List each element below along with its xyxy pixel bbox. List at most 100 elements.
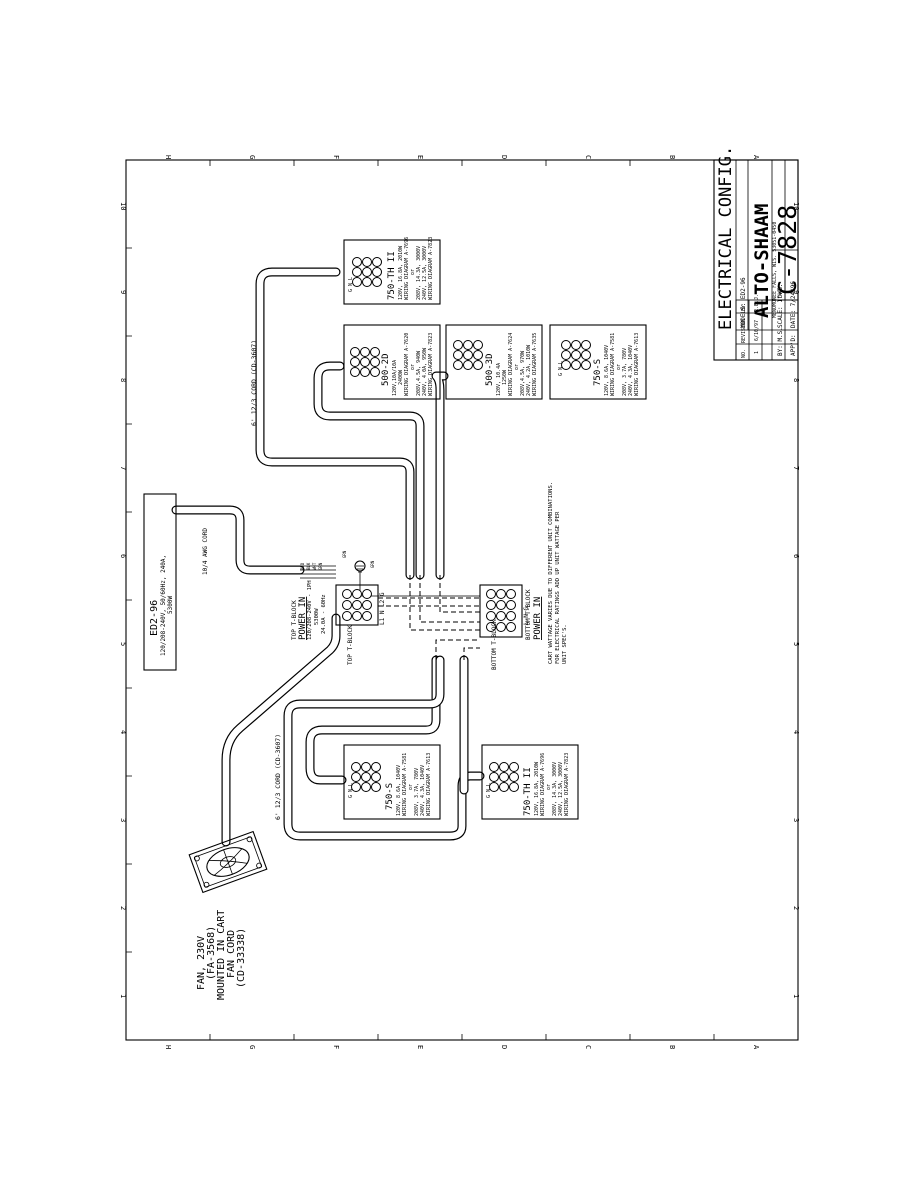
zone-col-label: 1 [792, 994, 800, 998]
rev-by: R.E.J. [754, 294, 760, 312]
bottom-tblock-power-in: POWER IN [533, 597, 543, 640]
fan-unit: FAN, 230V (FA-3568) MOUNTED IN CART FAN … [188, 830, 268, 1000]
zone-col-label: 8 [119, 378, 127, 382]
fan-icon [188, 830, 268, 894]
zone-col-label: 3 [119, 818, 127, 822]
zone-col-label: 9 [119, 290, 127, 294]
unit-spec: WIRING DIAGRAM A-7581 [610, 333, 616, 396]
zone-row-label: F [332, 155, 340, 159]
zone-row-label: H [164, 155, 172, 159]
upper-cord-label: 6' 12/3 CORD (CD-3607) [250, 340, 258, 426]
top-tblock-spec-voltage: 120/208-240V - 1PH [307, 580, 313, 640]
zone-col-label: 8 [792, 378, 800, 382]
zone-col-label: 2 [119, 906, 127, 910]
unit-750-s-right: G N L 750-S 120V, 8.6A, 1040V WIRING DIA… [549, 324, 647, 400]
unit-spec: 240V, 4.0A, 950W [422, 347, 428, 396]
zone-row-label: A [752, 1045, 760, 1050]
unit-spec: WIRING DIAGRAM A-7620 [404, 333, 410, 396]
top-tblock-spec-amps: 24.0A - 60Hz [321, 594, 327, 634]
company-address: MENOMONEE FALLS, WIS. 53051-0450 [772, 222, 778, 318]
unit-spec: 240V, 4.3A, 1040V [628, 345, 634, 396]
zone-col-label: 9 [792, 290, 800, 294]
unit-spec: 120V, 16.8A, 2010W [398, 245, 404, 300]
cart-rating: 120/208-240V, 50/60Hz, 240A, [160, 555, 167, 656]
zone-row-label: G [248, 155, 256, 159]
dwg-label: DWG: [777, 284, 784, 298]
zone-col-label: 6 [119, 554, 127, 558]
unit-spec: 208V, 14.3A, 3000V [552, 762, 558, 816]
grid-zone-labels: 10 9 8 7 6 5 4 3 2 1 10 9 8 7 6 5 4 3 2 … [119, 155, 800, 1050]
unit-spec: WIRING DIAGRAM A-7635 [532, 333, 538, 396]
unit-spec: WIRING DIAGRAM A-7823 [428, 333, 434, 396]
cart-box: ED2-96 120/208-240V, 50/60Hz, 240A, 5300… [143, 493, 209, 671]
zone-row-label: G [248, 1045, 256, 1049]
grid-ticks [126, 160, 715, 1040]
unit-spec: or [514, 364, 520, 370]
zone-col-label: 5 [792, 642, 800, 646]
unit-spec: WIRING DIAGRAM A-7613 [634, 333, 640, 396]
ground-wiring [300, 560, 480, 597]
unit-spec: WIRING DIAGRAM A-7624 [508, 333, 514, 396]
zone-row-label: B [668, 1045, 676, 1049]
unit-spec: 208V,4.5A, 970W [520, 350, 526, 396]
wire-wht: WHT [312, 562, 317, 570]
unit-750-th-ii-lower: G N L 750-TH II 120V, 16.8A, 2010W WIRIN… [481, 744, 579, 820]
zone-row-label: D [500, 155, 508, 159]
zone-col-label: 7 [119, 466, 127, 470]
unit-spec: 208V, 3.7A, 780V [414, 768, 420, 816]
zone-col-label: 10 [792, 202, 800, 210]
drawn-by: BY: M.S. [777, 327, 784, 356]
top-terminal-block: L1 N L2 G TOP T-BLOCK POWER IN 120/208-2… [291, 550, 386, 665]
unit-terminal-labels: G N L [348, 277, 354, 292]
drawing-number: C-7828 [773, 205, 802, 295]
unit-spec: 120V, 8.6A, 1040V [604, 345, 610, 396]
note-line: FOR ELECTRICAL RATINGS ADD UP UNIT WATTA… [555, 511, 561, 664]
wire-grn: GRN [318, 562, 323, 570]
note-line: CART WATTAGE VARIES DUE TO DIFFERENT UNI… [548, 482, 554, 664]
zone-col-label: 5 [119, 642, 127, 646]
unit-spec: 120V,10A/10A [392, 360, 398, 396]
zone-row-label: C [584, 1045, 592, 1049]
zone-col-label: 2 [792, 906, 800, 910]
unit-spec: 240V, 4.3A, 1040V [420, 765, 426, 816]
wire-red: RED [300, 562, 305, 570]
zone-col-label: 3 [792, 818, 800, 822]
ground-label-a: GRN [342, 550, 347, 558]
unit-spec: or [410, 364, 416, 370]
zone-row-label: E [416, 155, 424, 159]
unit-spec: WIRING DIAGRAM A-7581 [402, 753, 408, 816]
zone-row-label: C [584, 155, 592, 159]
unit-model: 500-2D [381, 353, 391, 386]
rev-date: 6/10/97 [754, 320, 760, 341]
unit-spec: WIRING DIAGRAM A-7696 [540, 753, 546, 816]
unit-500-2d: 500-2D 120V,10A/10A 2400W WIRING DIAGRAM… [343, 324, 441, 400]
scale: SCALE: 1"=1' [777, 285, 784, 328]
wire-blk: BLK [306, 562, 311, 570]
bottom-tblock-title: BOTTOM T-BLOCK [525, 589, 532, 640]
unit-model: 750-TH II [387, 251, 397, 300]
unit-750-th-ii-top: G N L 750-TH II 120V, 16.8A, 2010W WIRIN… [343, 237, 441, 305]
cart-model: ED2-96 [149, 600, 160, 636]
zone-row-label: D [500, 1045, 508, 1049]
unit-spec: 208V, 3.7A, 780V [622, 348, 628, 396]
drawing-title: ELECTRICAL CONFIG. [716, 146, 736, 330]
internal-dashed-wiring [378, 575, 480, 660]
unit-spec: 208V, 14.3A, 3000V [416, 246, 422, 300]
unit-spec: 120V, 16.8A, 2010W [534, 761, 540, 816]
top-tblock-terminals: L1 N L2 G [379, 592, 386, 625]
cart-watts: 5300W [167, 596, 174, 614]
rev-number: 1 [754, 351, 760, 354]
drawing-date: DATE: 7/24/96 [790, 281, 797, 328]
zone-row-label: F [332, 1045, 340, 1049]
zone-col-label: 1 [119, 994, 127, 998]
top-tblock-label: TOP T-BLOCK [347, 625, 354, 665]
wattage-note: CART WATTAGE VARIES DUE TO DIFFERENT UNI… [548, 482, 568, 664]
unit-terminal-labels: G N L [348, 783, 354, 798]
unit-spec: 2400W [398, 369, 404, 385]
unit-spec: 120V, 8.6A, 1040V [396, 765, 402, 816]
cord-runs [171, 267, 485, 847]
zone-row-label: B [668, 155, 676, 159]
unit-spec: 240V, 12.5A, 3000V [558, 762, 564, 816]
unit-spec: or [408, 784, 414, 790]
power-cord-label: 10/4 AWG CORD [202, 528, 209, 575]
